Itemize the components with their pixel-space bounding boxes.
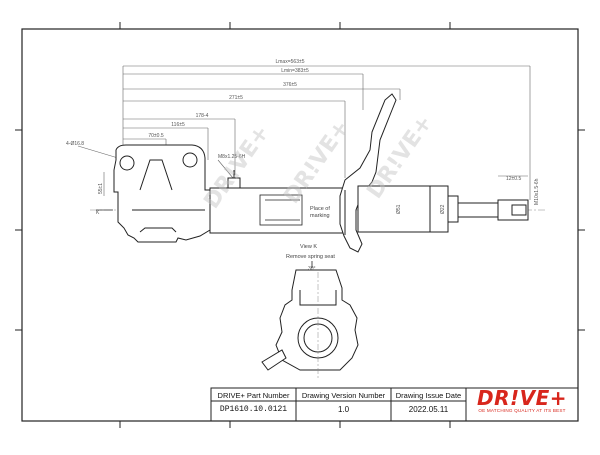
dim-d22: Ø22 <box>440 204 446 214</box>
title-block-grid <box>210 387 579 422</box>
dim-hole: 4-Ø16.8 <box>66 141 84 147</box>
brand-tagline: OE MATCHING QUALITY AT ITS BEST <box>478 408 566 413</box>
dim-30-degree: 30° <box>308 266 316 272</box>
dim-12: 12±0.5 <box>506 176 521 182</box>
dim-lmin: Lmin=383±5 <box>281 68 309 74</box>
dim-70: 70±0.5 <box>148 133 163 139</box>
drive-logo: DR!VE+ <box>476 386 568 410</box>
brand-block: DR!VE+ OE MATCHING QUALITY AT ITS BEST <box>470 388 574 413</box>
issue-date-header: Drawing Issue Date <box>395 391 462 400</box>
frame-ticks <box>15 22 585 428</box>
knuckle-bracket <box>113 144 211 243</box>
part-number-value: DP1610.10.0121 <box>219 405 288 414</box>
top-cap <box>429 185 459 233</box>
dimension-lines <box>122 65 531 200</box>
part-number-header: DRIVE+ Part Number <box>217 391 290 400</box>
version-header: Drawing Version Number <box>301 391 386 400</box>
place-marking-label-2: marking <box>310 213 330 219</box>
remove-spring-seat-label: Remove spring seat <box>286 254 335 260</box>
view-k-label: View K <box>300 244 317 250</box>
hole-leader <box>77 145 119 159</box>
version-value: 1.0 <box>337 405 350 414</box>
dim-m10: M10x1.5-6h <box>534 178 540 205</box>
dim-271: 271±5 <box>229 95 243 101</box>
view-k-marker: K <box>96 210 100 216</box>
dim-376: 376±5 <box>283 82 297 88</box>
spring-seat <box>339 93 397 253</box>
view-k-drawing <box>261 269 359 380</box>
dim-m8: M8x1.25-6H <box>218 154 246 160</box>
marking-area <box>259 194 303 226</box>
place-marking-label-1: Place of <box>310 206 330 212</box>
dim-d51: Ø51 <box>396 204 402 214</box>
dim-55: 55±1 <box>98 183 104 194</box>
dim-lmax: Lmax=563±5 <box>275 59 304 65</box>
dim-116: 116±5 <box>171 122 185 128</box>
piston-rod <box>457 199 529 221</box>
dim-178: 178-4 <box>196 113 209 119</box>
strut-tube <box>209 187 346 234</box>
issue-date-value: 2022.05.11 <box>408 405 449 414</box>
